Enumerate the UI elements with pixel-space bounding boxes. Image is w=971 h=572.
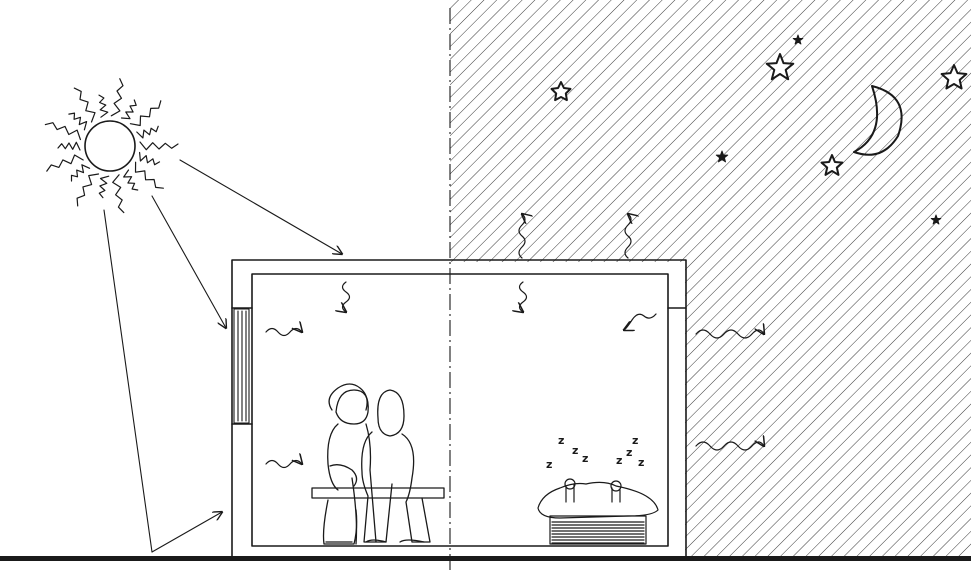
star-icon	[820, 154, 844, 176]
star-icon	[765, 53, 795, 81]
star-icon	[792, 34, 804, 45]
sun-ray	[98, 175, 110, 199]
sun-ray	[73, 87, 96, 123]
sun-ray-to-ground	[103, 209, 153, 553]
sun-ray	[136, 125, 159, 139]
sleep-z: z	[546, 458, 552, 471]
sleep-z: z	[558, 434, 564, 447]
window	[233, 308, 250, 424]
seated-couple	[311, 383, 445, 545]
sun-ray	[134, 161, 164, 189]
sun-ray	[98, 94, 109, 118]
heat-right-arrow-upper	[265, 329, 302, 337]
sun-ray	[70, 164, 91, 182]
night-sky-objects	[550, 34, 968, 225]
sleep-z: z	[582, 452, 588, 465]
solar-radiation-arrows	[103, 159, 342, 553]
heat-up-arrow-left	[518, 214, 525, 259]
moon-icon	[853, 85, 903, 156]
sun-icon	[44, 78, 179, 214]
star-icon	[940, 64, 968, 90]
sun-ray	[46, 154, 84, 172]
sun-ray	[57, 141, 81, 151]
sleep-z: z	[626, 446, 632, 459]
sun-ray	[139, 141, 179, 151]
sun-ray	[44, 122, 81, 141]
star-icon	[550, 81, 572, 102]
building-interior-background	[232, 262, 685, 558]
heat-out-arrow-lower	[695, 442, 764, 451]
building-section	[231, 259, 687, 559]
sleep-z: z	[572, 444, 578, 457]
sun-ray	[129, 100, 162, 127]
heat-down-arrow-night	[520, 281, 528, 312]
star-icon	[715, 150, 729, 163]
sleep-z: z	[632, 434, 638, 447]
sun-ray	[120, 99, 137, 120]
heat-out-arrow-upper	[695, 330, 764, 339]
heat-down-arrow-day	[343, 281, 351, 312]
sun-ray	[139, 151, 161, 166]
sun-ray	[123, 169, 139, 191]
heat-up-arrow-right	[624, 214, 631, 259]
heat-in-arrow-night	[624, 313, 657, 330]
bench	[311, 487, 445, 499]
building-outer-wall	[231, 259, 687, 559]
sun-ray	[112, 174, 125, 214]
sun-ray	[68, 112, 88, 131]
sleep-z: z	[616, 454, 622, 467]
bed-base	[549, 515, 647, 545]
sun-ray-to-roof	[179, 159, 342, 254]
building-inner-wall	[251, 273, 669, 547]
heat-right-arrow-lower	[265, 461, 302, 469]
blanket	[537, 481, 659, 519]
reflected-ray-to-wall	[151, 512, 222, 553]
heat-flow-arrows	[265, 214, 764, 469]
sleeping-figure-bed	[537, 478, 659, 545]
sun-ray-to-window	[151, 195, 226, 328]
sun-ray	[110, 78, 124, 117]
sleep-zzz: z z z z z z z z	[546, 434, 644, 471]
sleep-z: z	[638, 456, 644, 469]
star-icon	[930, 214, 942, 225]
sun-ray	[76, 173, 100, 207]
